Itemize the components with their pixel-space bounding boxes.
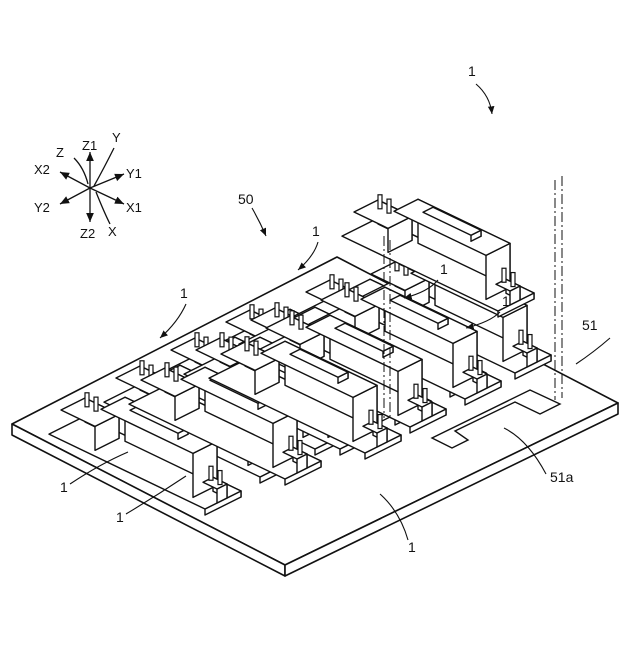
label-recess: 51a [550,469,574,485]
axis-label-z1: Z1 [82,138,97,153]
terminal-pin [94,397,98,411]
label-assembly: 50 [238,191,254,207]
terminal-pin [165,363,169,377]
terminal-pin [85,393,89,407]
terminal-pin [528,335,532,349]
terminal-pin [369,410,373,424]
axis-label-z2: Z2 [80,226,95,241]
axis-label-z: Z [56,145,64,160]
axis-labels: Z Z1 Y X2 Y1 Y2 X1 Z2 X [34,130,142,241]
terminal-pin [511,273,515,287]
terminal-pin [469,356,473,370]
terminal-pin [378,415,382,429]
terminal-pin [345,283,349,297]
terminal-pin [378,195,382,209]
label-module-back: 1 [312,223,320,239]
label-module-floating: 1 [468,63,476,79]
terminal-pin [299,315,303,329]
terminal-pin [250,305,254,319]
terminal-pin [245,337,249,351]
axis-label-y2: Y2 [34,200,50,215]
axis-label-x: X [108,224,117,239]
axis-label-x2: X2 [34,162,50,177]
axis-symbol [60,148,124,224]
terminal-pin [195,333,199,347]
label-board: 51 [582,317,598,333]
terminal-pin [298,441,302,455]
label-module-left-front: 1 [60,479,68,495]
terminal-pin [289,436,293,450]
terminal-pin [290,311,294,325]
terminal-pin [354,287,358,301]
terminal-pin [140,361,144,375]
terminal-pin [414,384,418,398]
terminal-pin [220,333,224,347]
terminal-pin [275,303,279,317]
terminal-pin [478,361,482,375]
axis-label-y1: Y1 [126,166,142,181]
terminal-pin [209,466,213,480]
label-module-right: 1 [502,293,510,309]
axis-label-y: Y [112,130,121,145]
terminal-pin [218,471,222,485]
label-module-front: 1 [408,539,416,555]
label-module-mid-front: 1 [116,509,124,525]
terminal-pin [519,330,523,344]
axis-label-x1: X1 [126,200,142,215]
label-module-left: 1 [180,285,188,301]
terminal-pin [502,268,506,282]
terminal-pin [254,341,258,355]
terminal-pin [174,367,178,381]
terminal-pin [330,275,334,289]
terminal-pin [423,389,427,403]
terminal-pin [387,199,391,213]
label-module-back-right: 1 [440,261,448,277]
